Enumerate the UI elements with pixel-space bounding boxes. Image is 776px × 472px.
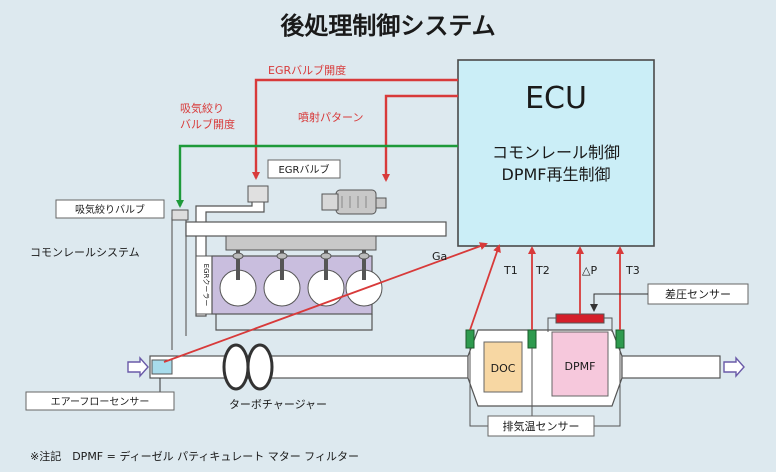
ecu-box: ECU コモンレール制御 DPMF再生制御 bbox=[457, 59, 655, 247]
egr-cooler-label: EGRクーラー bbox=[202, 264, 210, 307]
t3-label: T3 bbox=[625, 264, 640, 277]
air-flow-sensor bbox=[151, 359, 173, 375]
turbocharger bbox=[222, 343, 274, 391]
intake-throttle-label-2: バルブ開度 bbox=[180, 117, 235, 131]
ecu-function-common-rail: コモンレール制御 bbox=[492, 143, 620, 162]
exhaust-temp-sensor-label-box bbox=[487, 415, 595, 437]
cylinder-3 bbox=[307, 250, 345, 307]
ecu-label: ECU bbox=[525, 81, 587, 116]
intake-flow-arrow-icon bbox=[127, 356, 149, 378]
injection-pattern-label: 噴射パターン bbox=[298, 110, 363, 124]
air-flow-sensor-label-box bbox=[25, 391, 175, 411]
egr-opening-label: EGRバルブ開度 bbox=[268, 63, 346, 77]
common-rail-system-label: コモンレールシステム bbox=[30, 246, 140, 259]
intake-throttle-valve-label: 吸気絞りバルブ bbox=[75, 203, 145, 216]
egr-valve-label: EGRバルブ bbox=[278, 163, 329, 176]
injection-pump bbox=[321, 189, 387, 215]
intake-throttle-valve-box bbox=[55, 199, 165, 219]
turbocharger-label: ターボチャージャー bbox=[229, 398, 327, 411]
ecu-function-dpmf-regen: DPMF再生制御 bbox=[502, 165, 611, 184]
intake-throttle-label-1: 吸気絞り bbox=[180, 101, 224, 115]
exhaust-flow-arrow-icon bbox=[723, 356, 745, 378]
ga-label: Ga bbox=[432, 250, 447, 263]
engine: EGRクーラー bbox=[171, 185, 447, 350]
ga-signal-line bbox=[163, 242, 488, 363]
intake-throttle-signal bbox=[176, 144, 458, 208]
injection-pattern-signal bbox=[382, 94, 458, 182]
air-flow-sensor-label: エアーフローセンサー bbox=[51, 396, 150, 408]
diff-pressure-label: 差圧センサー bbox=[665, 287, 731, 301]
doc-label: DOC bbox=[491, 362, 516, 375]
temp-sensor-t2 bbox=[527, 329, 537, 349]
t1-signal-line bbox=[469, 244, 501, 331]
footnote: ※注記 DPMF = ディーゼル パティキュレート マター フィルター bbox=[30, 449, 359, 463]
cylinder-2 bbox=[263, 250, 301, 307]
t2-label: T2 bbox=[535, 264, 550, 277]
exhaust-temp-sensor-label: 排気温センサー bbox=[503, 419, 580, 433]
diagram-title: 後処理制御システム bbox=[280, 12, 495, 40]
doc-block bbox=[483, 341, 523, 393]
dpmf-label: DPMF bbox=[565, 360, 596, 373]
cylinder-1 bbox=[219, 250, 257, 307]
delta-p-label: △P bbox=[582, 264, 597, 277]
dpmf-block bbox=[551, 331, 609, 397]
temp-sensor-t1 bbox=[465, 329, 475, 349]
temp-sensor-t3 bbox=[615, 329, 625, 349]
egr-valve-label-box bbox=[267, 159, 341, 179]
t1-label: T1 bbox=[503, 264, 518, 277]
diff-pressure-sensor bbox=[555, 313, 605, 324]
